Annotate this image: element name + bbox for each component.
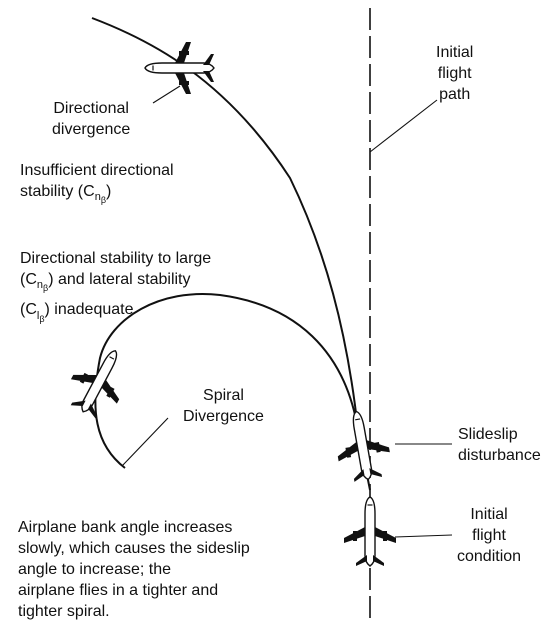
sideslip-disturbance-label: Slideslip disturbance: [458, 426, 541, 464]
spiral-caption: Airplane bank angle increases slowly, wh…: [18, 519, 250, 620]
insufficient-stability-label: Insufficient directional stability (Cnβ): [20, 162, 174, 206]
airplane-icon-initial: [343, 496, 397, 567]
airplane-icon-spiral: [59, 337, 140, 425]
initial-flight-path-label: Initial flight path: [436, 44, 474, 103]
spiral-divergence-curve: [94, 293, 359, 469]
airplane-icon-disturbance: [329, 406, 395, 485]
leader-initial-flight-condition: [394, 534, 453, 538]
directional-divergence-label: Directional divergence: [52, 100, 131, 138]
initial-flight-condition-label: Initial flight condition: [457, 506, 522, 565]
directional-lateral-stability-label: Directional stability to large (Cnβ) and…: [20, 250, 212, 324]
directional-divergence-curve: [91, 17, 359, 431]
leader-spiral-divergence: [121, 417, 169, 467]
spiral-divergence-label: Spiral Divergence: [183, 387, 264, 425]
leader-directional-divergence: [152, 85, 181, 104]
leader-initial-flight-path: [369, 99, 438, 153]
